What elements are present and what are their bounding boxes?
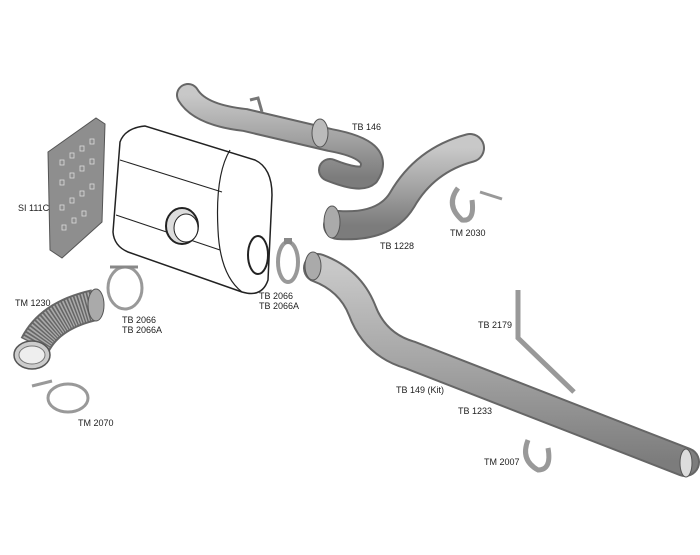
clamp-tm2007 <box>523 439 552 473</box>
clamp-tm2030 <box>449 186 503 223</box>
heat-shield-plate-si111c <box>47 117 106 259</box>
pipe-tb146 <box>176 83 384 190</box>
label-tb146: TB 146 <box>352 122 382 132</box>
label-tb2179: TB 2179 <box>478 320 513 330</box>
label-tb2066-left: TB 2066 <box>122 315 157 325</box>
muffler <box>112 125 273 295</box>
label-tm2070: TM 2070 <box>78 418 114 428</box>
label-tm2007: TM 2007 <box>484 457 520 467</box>
label-tm2030: TM 2030 <box>450 228 486 238</box>
label-tb149: TB 149 (Kit) <box>396 385 445 395</box>
clamp-tb2066-right <box>276 238 300 284</box>
label-tb1233: TB 1233 <box>458 406 493 416</box>
bracket-tb2179 <box>515 290 576 394</box>
label-tb2066-right: TB 2066 <box>259 291 294 301</box>
flex-hose-tm1230 <box>13 288 105 370</box>
clamp-tb2066-left <box>106 265 144 311</box>
label-tb2066a-right: TB 2066A <box>259 301 300 311</box>
label-tb1228: TB 1228 <box>380 241 415 251</box>
label-si111c: SI 111C <box>18 203 50 213</box>
pipe-tb1233 <box>303 251 700 478</box>
pipe-tb1228 <box>323 133 485 241</box>
clamp-tm2070 <box>31 379 90 414</box>
label-tb2066a-left: TB 2066A <box>122 325 163 335</box>
label-tm1230: TM 1230 <box>15 298 51 308</box>
